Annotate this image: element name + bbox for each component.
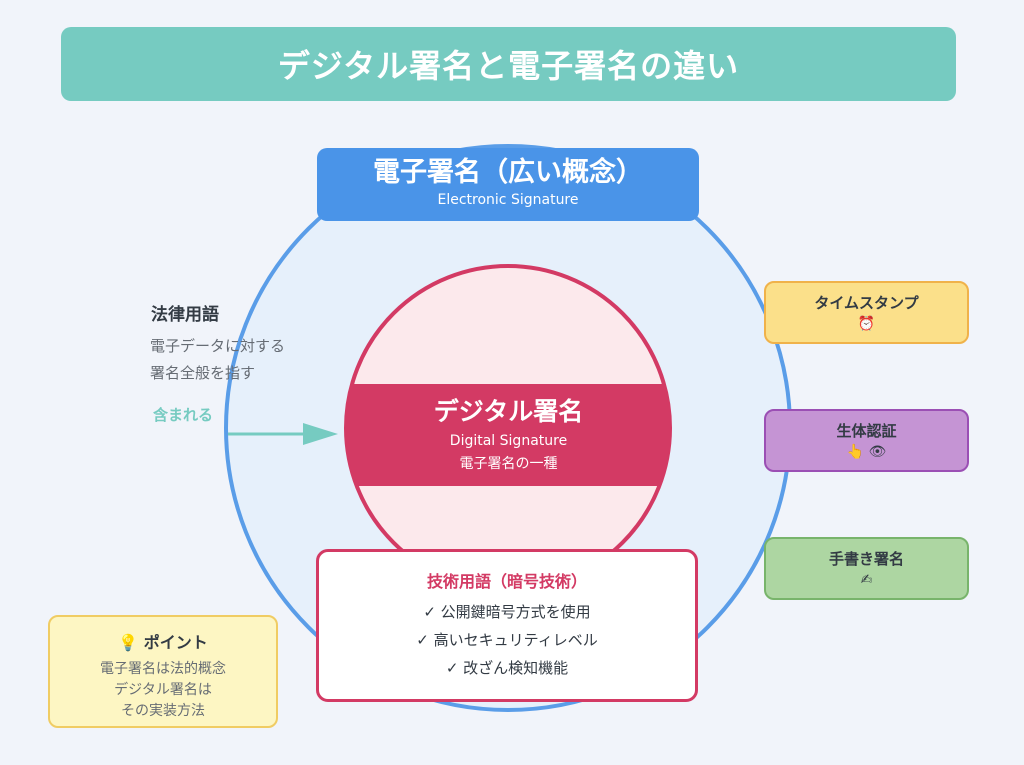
electronic-signature-label: 電子署名（広い概念） Electronic Signature bbox=[317, 148, 699, 221]
legal-term-line: 署名全般を指す bbox=[150, 364, 256, 382]
point-line: その実装方法 bbox=[121, 703, 205, 719]
page-title: デジタル署名と電子署名の違い bbox=[61, 27, 956, 101]
digital-signature-subtitle: Digital Signature bbox=[449, 433, 568, 449]
handwritten-signature-box: 手書き署名 ✍ bbox=[764, 537, 969, 600]
biometric-box: 生体認証 👆 👁 bbox=[764, 409, 969, 472]
timestamp-box: タイムスタンプ ⏰ bbox=[764, 281, 969, 344]
contains-arrow-head bbox=[303, 423, 338, 445]
point-heading-text: ポイント bbox=[143, 633, 208, 652]
legal-term-description: 電子データに対する 署名全般を指す bbox=[150, 333, 285, 387]
technical-term-heading: 技術用語（暗号技術） bbox=[426, 572, 587, 591]
digital-signature-label: デジタル署名 Digital Signature 電子署名の一種 bbox=[341, 384, 676, 486]
electronic-signature-subtitle: Electronic Signature bbox=[437, 192, 579, 208]
handwritten-signature-label: 手書き署名 bbox=[828, 550, 904, 568]
technical-feature-item: ✓ 高いセキュリティレベル bbox=[416, 631, 598, 649]
lightbulb-icon: 💡 bbox=[118, 633, 139, 652]
point-heading: 💡 ポイント bbox=[50, 629, 276, 653]
biometric-label: 生体認証 bbox=[836, 422, 897, 440]
electronic-signature-title: 電子署名（広い概念） bbox=[373, 157, 643, 188]
point-line: デジタル署名は bbox=[114, 682, 212, 698]
technical-term-box: 技術用語（暗号技術） ✓ 公開鍵暗号方式を使用 ✓ 高いセキュリティレベル ✓ … bbox=[316, 549, 698, 702]
point-line: 電子署名は法的概念 bbox=[100, 661, 226, 677]
timestamp-label: タイムスタンプ bbox=[814, 294, 919, 312]
alarm-clock-icon: ⏰ bbox=[857, 316, 876, 332]
technical-feature-item: ✓ 改ざん検知機能 bbox=[445, 659, 569, 677]
digital-signature-note: 電子署名の一種 bbox=[459, 456, 558, 472]
digital-signature-title: デジタル署名 bbox=[433, 397, 584, 426]
fingerprint-eye-icon: 👆 👁 bbox=[846, 444, 887, 460]
point-box: 💡 ポイント 電子署名は法的概念 デジタル署名は その実装方法 bbox=[48, 615, 278, 728]
writing-hand-icon: ✍ bbox=[860, 572, 873, 588]
digital-signature-band bbox=[346, 384, 670, 486]
contains-label: 含まれる bbox=[153, 406, 214, 424]
legal-term-heading: 法律用語 bbox=[151, 305, 219, 325]
legal-term-line: 電子データに対する bbox=[150, 337, 286, 355]
technical-feature-item: ✓ 公開鍵暗号方式を使用 bbox=[423, 603, 591, 621]
